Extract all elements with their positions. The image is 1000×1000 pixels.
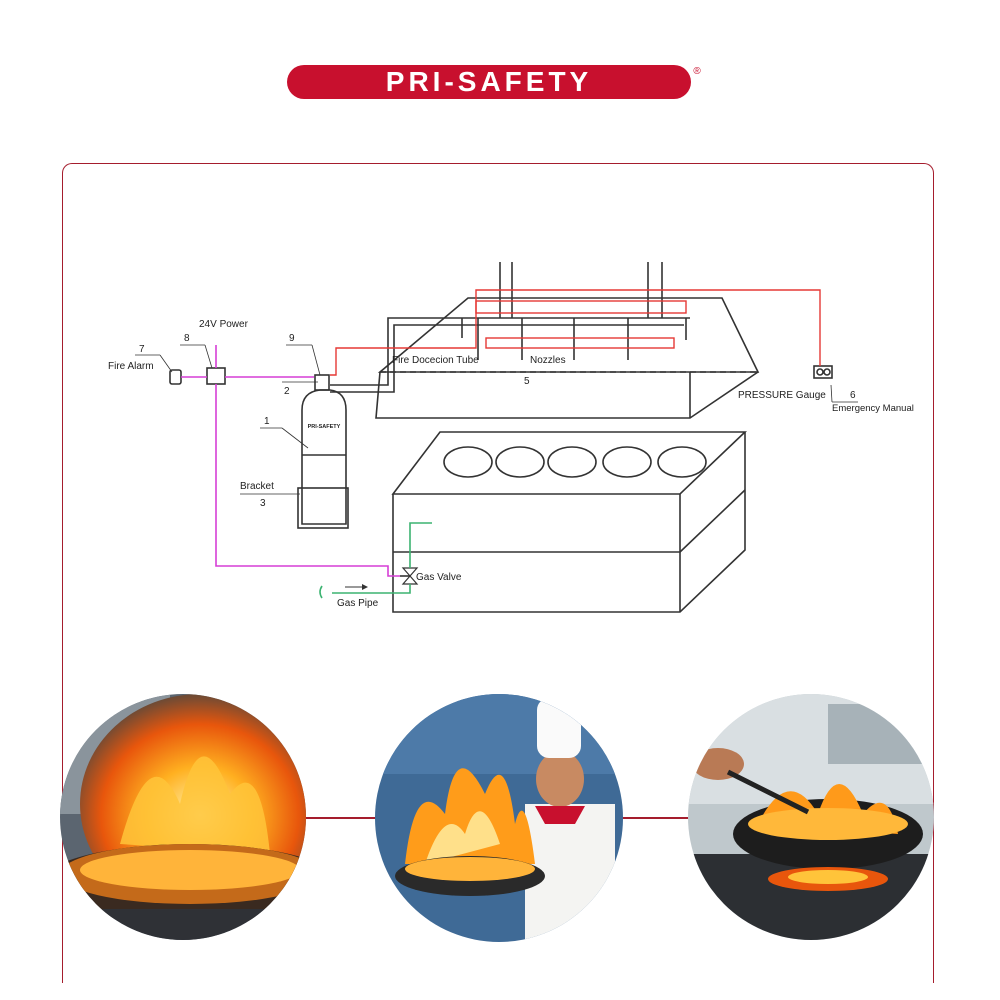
number-3: 3 <box>260 498 266 509</box>
cylinder-bracket <box>297 487 349 529</box>
label-pressure-gauge: PRESSURE Gauge <box>738 390 826 401</box>
photo-connector-right <box>622 817 690 819</box>
flaming-pan-photo <box>60 694 306 940</box>
gas-valve-symbol <box>401 567 419 585</box>
number-6: 6 <box>850 390 856 401</box>
hood-front <box>375 371 759 419</box>
label-nozzles: Nozzles <box>530 355 566 366</box>
junction-box <box>206 367 226 385</box>
brand-logo: PRI-SAFETY ® <box>287 65 701 99</box>
label-detection-tube: Fire Docecion Tube <box>392 355 479 366</box>
range-body <box>392 432 746 613</box>
cylinder-brand-label: PRI-SAFETY <box>308 424 341 430</box>
agent-cylinder <box>301 389 347 525</box>
content-frame <box>62 163 934 983</box>
chef-wok-flame-photo <box>375 694 623 942</box>
number-5: 5 <box>524 376 530 387</box>
logo-badge <box>287 65 691 99</box>
logo-text: PRI-SAFETY <box>386 66 592 97</box>
label-fire-alarm: Fire Alarm <box>108 361 154 372</box>
pressure-gauge-box <box>813 365 833 379</box>
number-2: 2 <box>284 386 290 397</box>
detection-tube <box>330 289 821 376</box>
registered-mark: ® <box>693 66 701 77</box>
wok-on-burner-photo <box>688 694 934 940</box>
number-7: 7 <box>139 344 145 355</box>
label-bracket: Bracket <box>240 481 274 492</box>
number-9: 9 <box>289 333 295 344</box>
number-8: 8 <box>184 333 190 344</box>
photo-connector-left <box>304 817 376 819</box>
label-gas-pipe: Gas Pipe <box>337 598 379 609</box>
label-emergency-manual: Emergency Manual <box>832 403 914 414</box>
agent-pipe <box>330 317 690 386</box>
gas-pipe-line <box>332 584 411 594</box>
range-top <box>391 431 747 495</box>
number-1: 1 <box>264 416 270 427</box>
label-24v-power: 24V Power <box>199 319 249 330</box>
label-gas-valve: Gas Valve <box>416 572 462 583</box>
